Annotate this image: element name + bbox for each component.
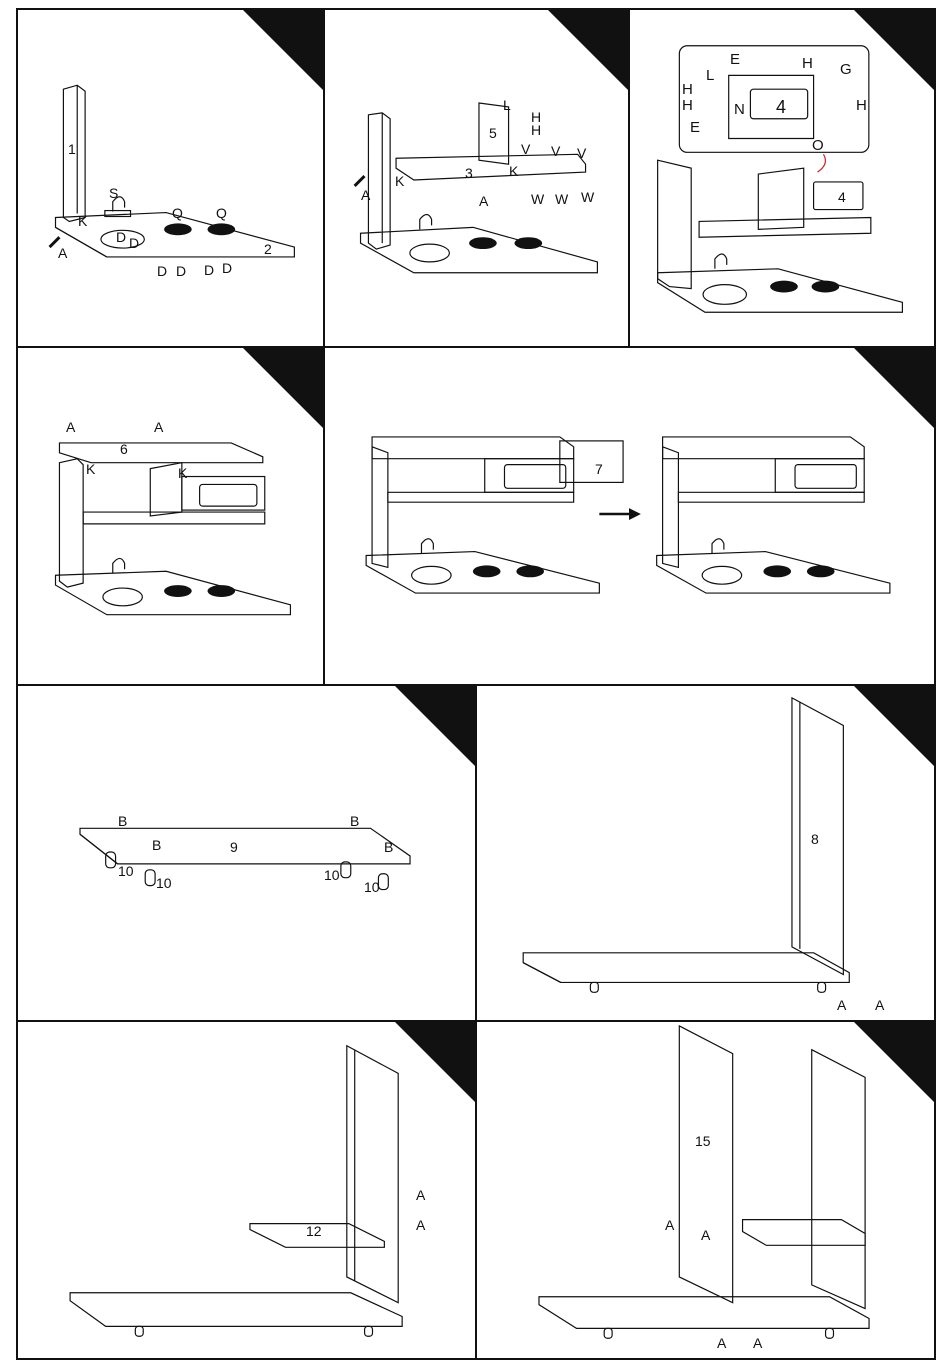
part-label: 10 xyxy=(156,876,172,890)
step-panel-6: B B B B 9 10 10 10 10 xyxy=(16,684,477,1022)
part-label: B xyxy=(350,814,359,828)
step-6-drawing xyxy=(18,686,475,1020)
part-label: A xyxy=(416,1218,425,1232)
part-label: 10 xyxy=(118,864,134,878)
part-label: A xyxy=(875,998,884,1012)
step-panel-1: 1 2 S Q Q K A D D D D D D xyxy=(16,8,325,348)
part-label: A xyxy=(479,194,488,208)
step-panel-3: E H G L H H N 4 H E O 4 xyxy=(628,8,936,348)
part-label: A xyxy=(58,246,67,260)
part-label: L xyxy=(503,98,511,112)
part-label: 10 xyxy=(364,880,380,894)
part-label: D xyxy=(157,264,167,278)
part-label: H xyxy=(531,123,541,137)
part-label: H xyxy=(682,98,693,113)
step-1-drawing xyxy=(18,10,323,346)
part-label: A xyxy=(665,1218,674,1232)
part-label: A xyxy=(717,1336,726,1350)
part-label: 9 xyxy=(230,840,238,854)
part-label: 10 xyxy=(324,868,340,882)
part-label: E xyxy=(690,120,700,135)
part-label: W xyxy=(555,192,568,206)
part-label: A xyxy=(701,1228,710,1242)
part-label: D xyxy=(222,261,232,275)
part-label: V xyxy=(551,144,560,158)
part-label: V xyxy=(577,146,586,160)
part-label: S xyxy=(109,186,118,200)
part-label: A xyxy=(154,420,163,434)
part-label: N xyxy=(734,102,745,117)
part-label: 7 xyxy=(595,462,603,476)
part-label: A xyxy=(753,1336,762,1350)
part-label: H xyxy=(856,98,867,113)
step-3-drawing xyxy=(630,10,934,346)
part-label: L xyxy=(706,68,714,83)
part-label: B xyxy=(118,814,127,828)
part-label: A xyxy=(837,998,846,1012)
part-label: D xyxy=(129,236,139,250)
step-panel-9: 15 A A A A xyxy=(475,1020,936,1360)
part-label: G xyxy=(840,62,852,77)
part-label: W xyxy=(581,190,594,204)
part-label: K xyxy=(178,466,187,480)
step-7-drawing xyxy=(477,686,934,1020)
part-label: K xyxy=(78,214,87,228)
part-label: H xyxy=(802,56,813,71)
part-label: E xyxy=(730,52,740,67)
part-label: H xyxy=(682,82,693,97)
part-label: 2 xyxy=(264,242,272,256)
step-5-drawing xyxy=(325,348,934,684)
step-panel-8: 12 A A xyxy=(16,1020,477,1360)
part-label: 4 xyxy=(776,98,786,116)
step-2-drawing xyxy=(325,10,628,346)
step-panel-7: 8 A A xyxy=(475,684,936,1022)
part-label: A xyxy=(416,1188,425,1202)
part-label: A xyxy=(66,420,75,434)
part-label: D xyxy=(116,230,126,244)
step-4-drawing xyxy=(18,348,323,684)
part-label: V xyxy=(521,142,530,156)
step-panel-2: 5 3 L H H V V V K K A A W W W xyxy=(323,8,630,348)
part-label: 12 xyxy=(306,1224,322,1238)
part-label: K xyxy=(86,462,95,476)
part-label: Q xyxy=(172,206,183,220)
part-label: 15 xyxy=(695,1134,711,1148)
part-label: Q xyxy=(216,206,227,220)
step-panel-5: 7 xyxy=(323,346,936,686)
part-label: 6 xyxy=(120,442,128,456)
step-9-drawing xyxy=(477,1022,934,1358)
part-label: D xyxy=(176,264,186,278)
part-label: 1 xyxy=(68,142,76,156)
part-label: B xyxy=(384,840,393,854)
part-label: A xyxy=(361,188,370,202)
part-label: K xyxy=(509,164,518,178)
part-label: 3 xyxy=(465,166,473,180)
part-label: 8 xyxy=(811,832,819,846)
part-label: 5 xyxy=(489,126,497,140)
part-label: B xyxy=(152,838,161,852)
part-label: 4 xyxy=(838,190,846,204)
step-panel-4: A A 6 K K xyxy=(16,346,325,686)
part-label: O xyxy=(812,138,824,153)
part-label: D xyxy=(204,263,214,277)
step-8-drawing xyxy=(18,1022,475,1358)
part-label: W xyxy=(531,192,544,206)
part-label: K xyxy=(395,174,404,188)
